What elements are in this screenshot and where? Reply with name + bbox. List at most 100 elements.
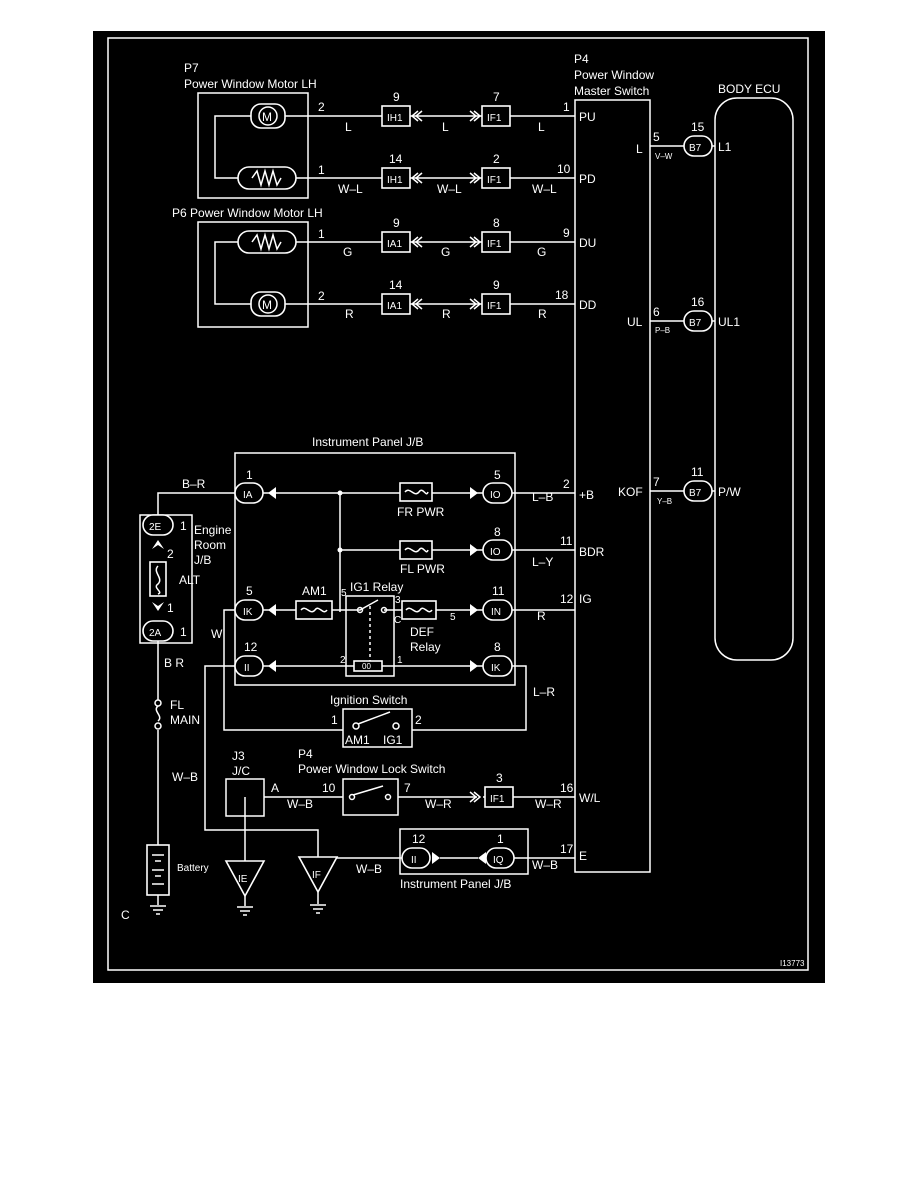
fuse-am1-element [300,607,328,613]
fuse-fr-pwr [399,482,433,502]
plug-arrows-3 [410,172,423,184]
pin-l: 5 [653,130,660,144]
def-relay-label-2: Relay [410,640,441,654]
connector-b7-c-label: B7 [689,488,702,499]
arrow-alt-up [152,540,164,549]
connector-if1-b [481,167,511,189]
p4-master-switch-box [574,99,651,873]
wire-color-pb: P–B [655,326,670,335]
term-du: DU [579,236,596,250]
pin-ia1-b: 14 [389,278,403,292]
pin-ii-a: 12 [244,640,258,654]
battery-label: Battery [177,863,209,874]
ign-contact-2 [392,722,400,730]
pin-p6-m: 2 [318,289,325,303]
pin-def-5: 5 [450,612,456,623]
erjb-label-2: Room [194,538,226,552]
p4-title-1: Power Window [574,68,654,82]
wire-color-4b: R [442,307,451,321]
term-e: E [579,849,587,863]
ign-switch-box [342,708,413,748]
p6-internal-wiring [214,241,251,305]
arrow-ia [268,487,276,499]
pin-ik-b: 8 [494,640,501,654]
ig1-relay-title: IG1 Relay [350,580,403,594]
connector-if1-c-label: IF1 [487,239,502,250]
ecu-term-l1: L1 [718,140,732,154]
pin-pu: 1 [563,100,570,114]
diagram-background [93,31,825,983]
wire-color-wb-left: W–B [172,770,198,784]
lock-contact-1 [348,793,356,801]
ig1-relay-coil [353,660,383,672]
arrow-io-a [470,487,478,499]
connector-if1-c [481,231,511,253]
svg-text:M: M [262,110,272,124]
pin-bdr: 11 [560,534,573,548]
ign-ig1-label: IG1 [383,733,403,747]
def-relay-label-1: DEF [410,625,434,639]
connector-io-a-label: IO [490,490,501,501]
wire-color-wr-b: W–R [535,797,562,811]
pin-if1-c: 8 [493,216,500,230]
ecu-term-ul1: UL1 [718,315,740,329]
connector-2a-label: 2A [149,628,162,639]
pin-relay-3: 3 [395,595,401,606]
pin-relay-1: 1 [397,655,403,666]
connector-ih1-a-label: IH1 [387,113,403,124]
connector-ih1-b-label: IH1 [387,175,403,186]
fl-main-label-1: FL [170,698,184,712]
diagram-frame [107,37,809,971]
pin-kof: 7 [653,475,660,489]
wire-color-3c: G [537,245,546,259]
term-ig: IG [579,592,592,606]
connector-if1-d [481,293,511,315]
connector-if1-a-label: IF1 [487,113,502,124]
pin-p6-r: 1 [318,227,325,241]
connector-ih1-b [381,167,411,189]
plug-arrows-4 [469,172,482,184]
wire-color-r-ig: R [537,609,546,623]
connector-io-b-label: IO [490,547,501,558]
fuse-fr-pwr-element [404,489,429,495]
fuse-fl-pwr-element [404,547,429,553]
pin-alt-1: 1 [167,601,174,615]
wire-color-1a: L [345,120,352,134]
pin-2e: 1 [180,519,187,533]
ipjb-bottom-title: Instrument Panel J/B [400,877,511,891]
plug-arrows-5 [410,236,423,248]
wire-color-3a: G [343,245,352,259]
ign-am1-label: AM1 [345,733,370,747]
p7-title: Power Window Motor LH [184,77,317,91]
lock-switch-id: P4 [298,747,313,761]
wire-color-br-bottom: B R [164,656,184,670]
pin-wl: 16 [560,781,574,795]
fuse-alt [149,561,167,597]
arrow-alt-down [152,602,164,611]
ign-switch-blade [357,711,391,725]
ig1-relay-contact-dot-1 [356,606,364,614]
fuse-alt-element [155,565,161,595]
corner-c: C [121,908,130,922]
connector-2e-label: 2E [149,522,162,533]
pin-e: 17 [560,842,574,856]
pin-du: 9 [563,226,570,240]
connector-b7-a [683,135,713,157]
pin-ik-a: 5 [246,584,253,598]
ipjb-top-title: Instrument Panel J/B [312,435,423,449]
wire-color-yb: Y–B [657,497,672,506]
connector-io-a [482,482,513,504]
wire-wb-left [204,665,319,857]
pin-io-b: 8 [494,525,501,539]
pin-if1-a: 7 [493,90,500,104]
ign-switch-title: Ignition Switch [330,693,407,707]
connector-ia1-a-label: IA1 [387,239,402,250]
pin-p7-r: 1 [318,163,325,177]
wire-b-r-top [157,492,235,515]
connector-if1-e-label: IF1 [490,794,505,805]
pin-relay-5: 5 [341,588,347,599]
ecu-term-pw: P/W [718,485,741,499]
term-wl: W/L [579,791,601,805]
wire-lr-loop [412,665,527,731]
connector-b7-b [683,310,713,332]
